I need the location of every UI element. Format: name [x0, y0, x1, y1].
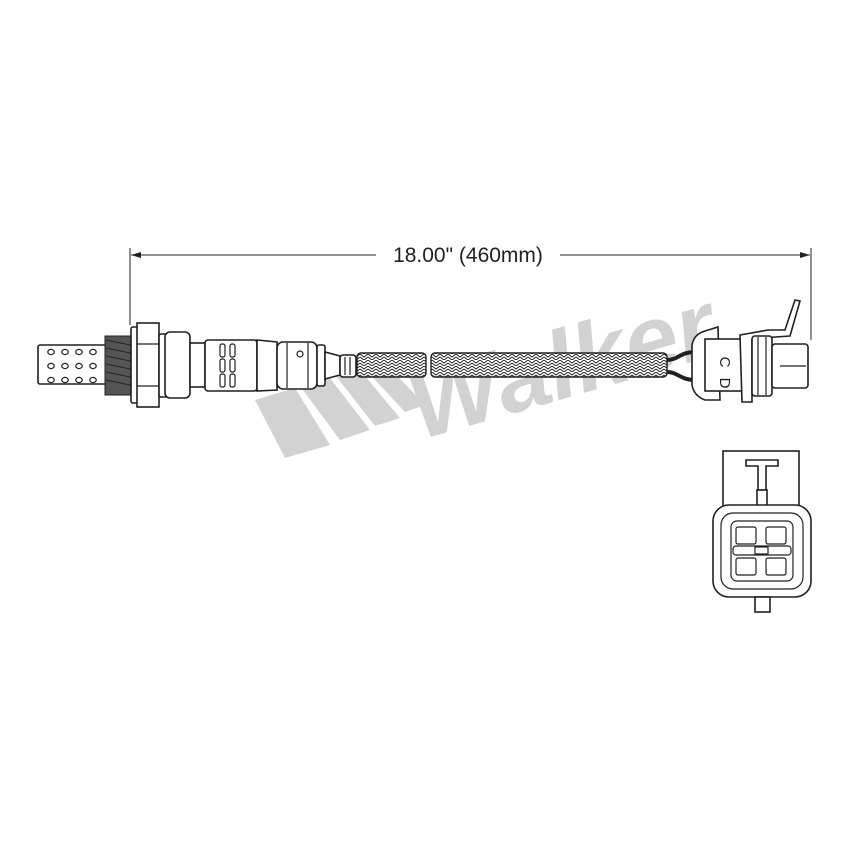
perforation-hole [75, 362, 83, 370]
pin-label-c: C [716, 357, 733, 368]
braided-cable [356, 350, 696, 382]
pin-label-d: D [716, 378, 733, 389]
perforation-hole [61, 348, 69, 356]
hex-nut [136, 322, 160, 408]
arrow-right-icon [800, 252, 810, 258]
dimension-label: 18.00" (460mm) [393, 244, 543, 267]
pin-cavities [732, 526, 792, 576]
perforation-hole [47, 362, 55, 370]
perforation-hole [61, 362, 69, 370]
perforation-hole [47, 348, 55, 356]
thread [104, 335, 132, 396]
perforation-hole [61, 376, 69, 384]
arrow-left-icon [131, 252, 141, 258]
perforation-hole [75, 348, 83, 356]
connector-side-view: C D [691, 299, 809, 403]
perforation-hole [75, 376, 83, 384]
perforation-hole [47, 376, 55, 384]
perforation-hole [89, 348, 97, 356]
sensor-body [37, 322, 357, 408]
perforation-hole [89, 376, 97, 384]
perforation-hole [89, 362, 97, 370]
dimension-line: 18.00" (460mm) [129, 244, 812, 340]
connector-face-view [712, 450, 812, 613]
